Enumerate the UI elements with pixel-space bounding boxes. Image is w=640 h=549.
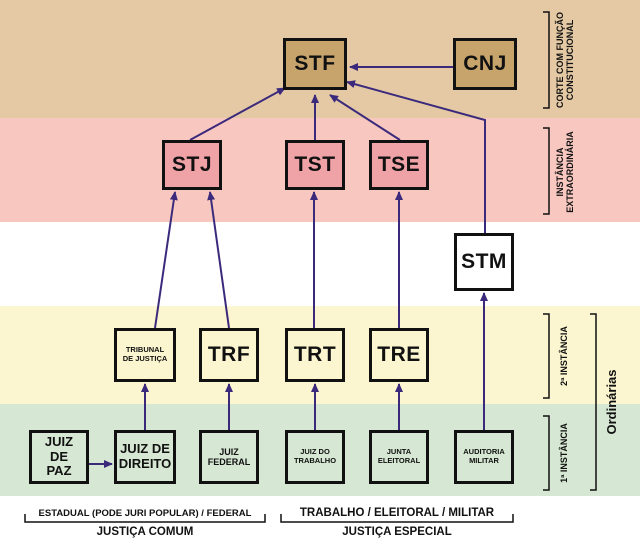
bracket-primeira xyxy=(543,415,550,491)
label-instancia-extraordinaria: INSTÂNCIA EXTRAORDINÁRIA xyxy=(555,131,576,213)
box-juiz-federal: JUIZ FEDERAL xyxy=(199,430,259,484)
bracket-especial xyxy=(280,514,514,523)
box-cnj: CNJ xyxy=(453,38,517,90)
box-stm: STM xyxy=(454,233,514,291)
box-trf: TRF xyxy=(199,328,259,382)
box-stf: STF xyxy=(283,38,347,90)
box-tst: TST xyxy=(285,140,345,190)
box-tse: TSE xyxy=(369,140,429,190)
box-juiz-do-trabalho: JUIZ DO TRABALHO xyxy=(285,430,345,484)
bracket-corte xyxy=(543,11,550,109)
box-junta-eleitoral: JUNTA ELEITORAL xyxy=(369,430,429,484)
label-justica-especial: JUSTIÇA ESPECIAL xyxy=(342,526,452,538)
bracket-ordinarias xyxy=(590,313,597,491)
bracket-segunda xyxy=(543,313,550,399)
arrow-stm-stf xyxy=(346,80,486,233)
label-justica-comum: JUSTIÇA COMUM xyxy=(96,526,194,538)
arrow-tse-stf xyxy=(329,94,401,141)
label-corte-constitucional: CORTE COM FUNÇÃO CONSTITUCIONAL xyxy=(555,12,576,108)
box-tre: TRE xyxy=(369,328,429,382)
box-auditoria-militar: AUDITORIA MILITAR xyxy=(454,430,514,484)
box-trt: TRT xyxy=(285,328,345,382)
bracket-extra xyxy=(543,127,550,215)
box-stj: STJ xyxy=(162,140,222,190)
label-justica-comum-sub: ESTADUAL (PODE JURI POPULAR) / FEDERAL xyxy=(38,508,252,519)
box-juiz-de-direito: JUIZ DE DIREITO xyxy=(114,430,176,484)
label-justica-especial-sub: TRABALHO / ELEITORAL / MILITAR xyxy=(299,507,495,519)
arrow-tj-stj xyxy=(154,191,178,329)
box-tribunal-justica: TRIBUNAL DE JUSTIÇA xyxy=(114,328,176,382)
band-military xyxy=(0,222,640,306)
label-segunda-instancia: 2ª INSTÂNCIA xyxy=(559,326,569,386)
label-primeira-instancia: 1ª INSTÂNCIA xyxy=(559,423,569,483)
arrow-trf-stj xyxy=(207,191,230,329)
bracket-comum xyxy=(24,514,266,523)
arrow-stj-stf xyxy=(189,87,286,141)
box-juiz-de-paz: JUIZ DE PAZ xyxy=(29,430,89,484)
label-ordinarias: Ordinárias xyxy=(604,369,619,435)
